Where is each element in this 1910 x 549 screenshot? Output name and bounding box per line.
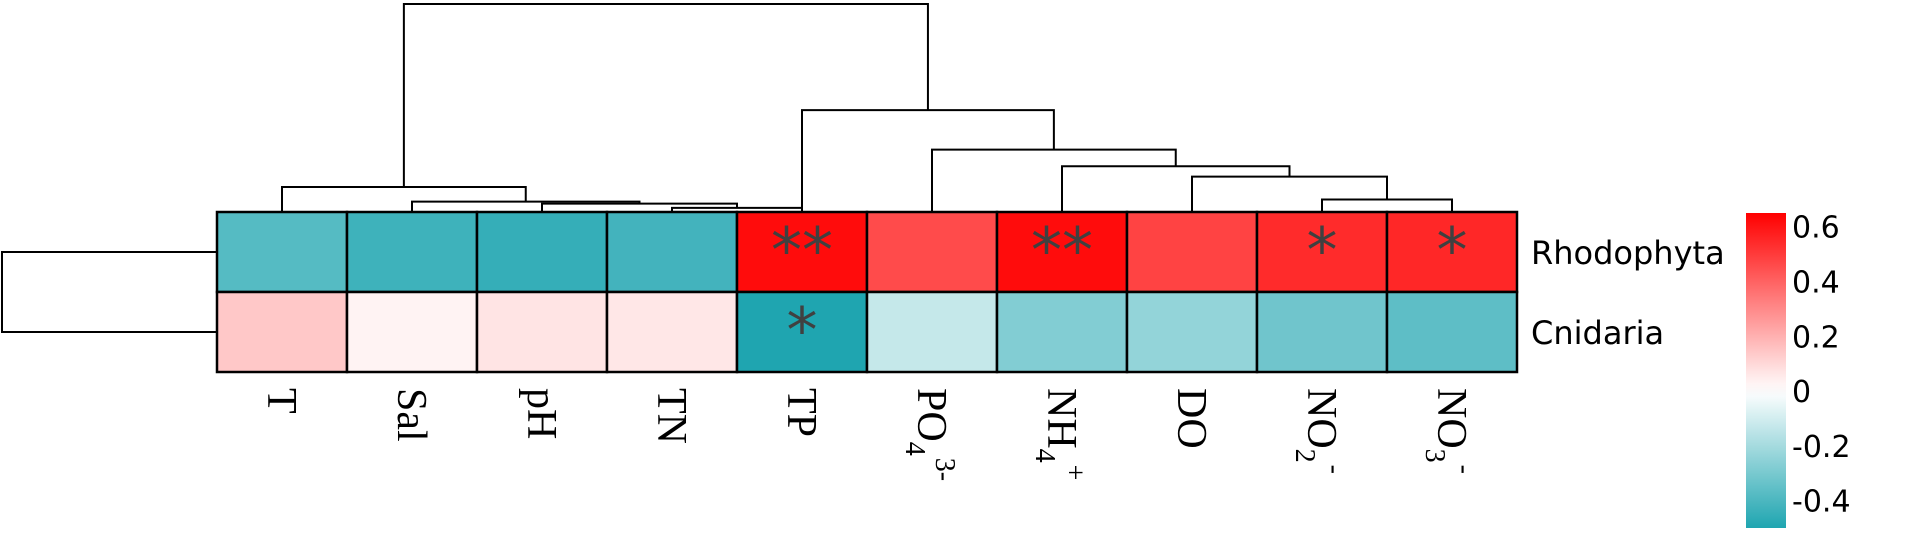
svg-text:pH: pH [518,388,564,439]
significance-marker: * [787,294,818,367]
color-legend-tick-label: -0.4 [1792,485,1851,520]
column-dendrogram [281,3,1453,212]
heatmap-cell [1255,290,1389,374]
svg-text:TP: TP [778,388,824,437]
svg-text:NO3-: NO3- [1419,388,1480,474]
svg-text:NO2-: NO2- [1289,388,1350,474]
heatmap-cell [475,210,609,294]
heatmap-cell [605,210,739,294]
svg-text:DO: DO [1168,388,1214,449]
svg-text:NH4+: NH4+ [1029,388,1090,480]
column-label: NH4+ [1029,388,1090,480]
heatmap-cell [995,290,1129,374]
heatmap-cell [215,290,349,374]
heatmap-cell [1255,210,1389,294]
column-label: TP [778,388,824,437]
color-legend: 0.6 0.4 0.2 0 -0.2 -0.4 [1746,211,1851,528]
svg-text:TN: TN [648,388,694,444]
column-label: DO [1168,388,1214,449]
heatmap-cell [865,210,999,294]
svg-text:T: T [258,388,304,414]
row-label: Rhodophyta [1531,234,1725,272]
heatmap-cell [865,290,999,374]
color-legend-tick-label: 0 [1792,375,1811,410]
heatmap-cell [345,210,479,294]
heatmap-cell [1385,210,1519,294]
heatmap-cell [1125,290,1259,374]
column-label: T [258,388,304,414]
column-dendrogram-link [281,186,527,212]
svg-text:Sal: Sal [388,388,434,442]
color-legend-tick-label: -0.2 [1792,430,1851,465]
significance-marker: ** [771,214,833,287]
heatmap-cell [1385,290,1519,374]
significance-marker: ** [1031,214,1093,287]
column-label: PO43- [899,388,960,481]
color-legend-tick-label: 0.2 [1792,320,1840,355]
heatmap-cell [475,290,609,374]
column-dendrogram-link [801,109,1055,212]
significance-markers: ******* [771,214,1468,367]
column-dendrogram-link [402,3,929,188]
color-legend-tick-label: 0.6 [1792,211,1840,246]
column-dendrogram-link [1191,175,1388,212]
column-label: TN [648,388,694,444]
heatmap-cell [215,210,349,294]
heatmap-cell [605,290,739,374]
svg-text:PO43-: PO43- [899,388,960,481]
row-dendrogram [1,251,217,333]
column-label: NO3- [1419,388,1480,474]
column-label: pH [518,388,564,439]
color-legend-bar [1746,213,1786,528]
column-dendrogram-link [1061,165,1291,212]
heatmap-cells [215,210,1519,374]
significance-marker: * [1437,214,1468,287]
column-dendrogram-link [1321,198,1453,212]
color-legend-tick-label: 0.4 [1792,265,1840,300]
row-label: Cnidaria [1531,314,1664,352]
column-dendrogram-link [931,148,1177,212]
significance-marker: * [1307,214,1338,287]
heatmap-cell [345,290,479,374]
column-labels: T Sal pH TN TP PO43- NH4+ DO NO2- NO3- [258,388,1480,481]
column-label: Sal [388,388,434,442]
row-dendrogram-link [1,251,217,333]
heatmap-cell [735,290,869,374]
column-label: NO2- [1289,388,1350,474]
heatmap-cell [1125,210,1259,294]
